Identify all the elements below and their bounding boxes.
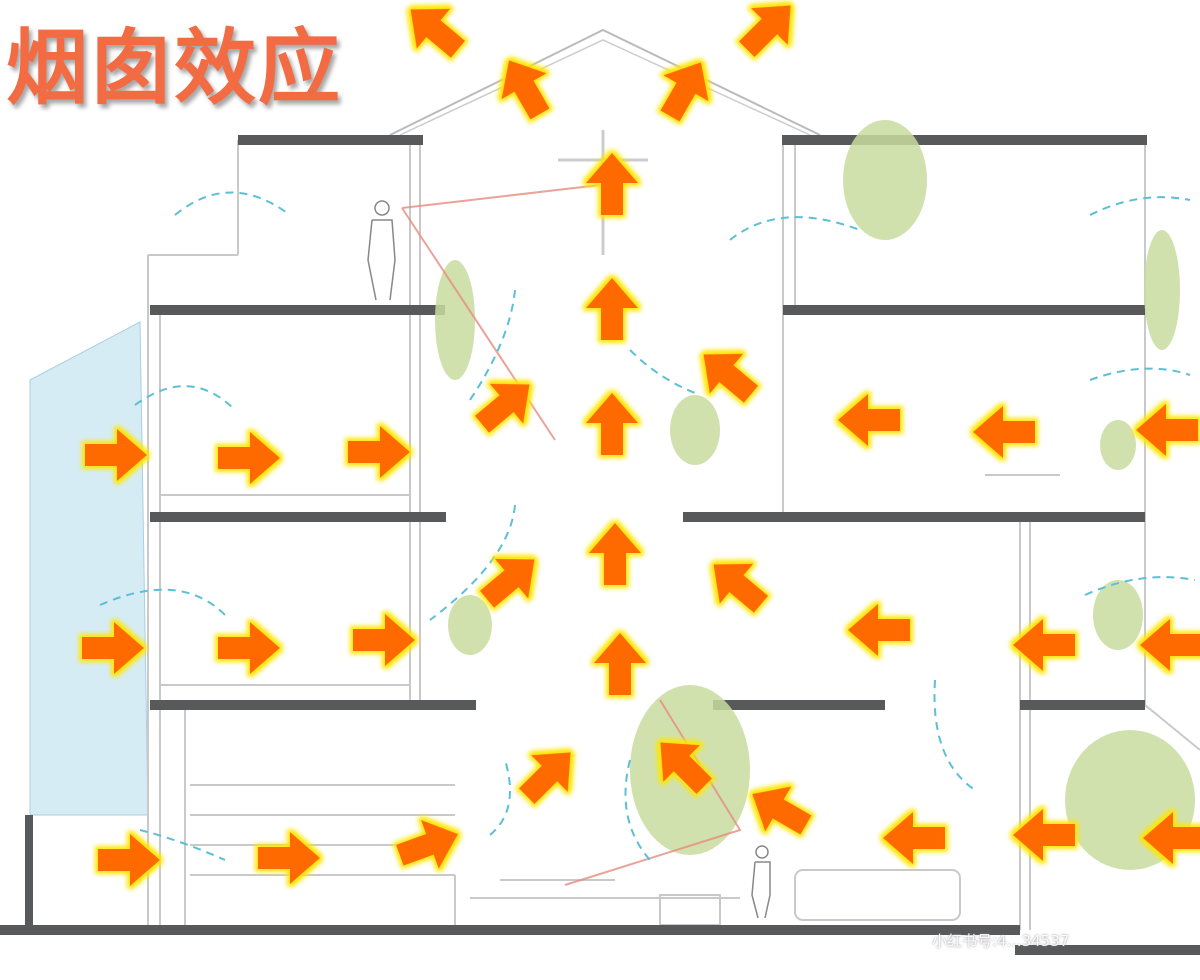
air-flow-arrow-icon (1140, 619, 1200, 671)
air-flow-arrow-icon (410, 8, 466, 58)
air-flow-arrow-icon (1013, 619, 1075, 671)
air-flow-arrow-icon (660, 742, 712, 794)
air-flow-arrow-icon (594, 633, 646, 695)
air-flow-arrow-icon (586, 278, 638, 340)
air-flow-arrow-icon (586, 153, 638, 215)
floor-slabs (0, 135, 1200, 955)
air-flow-arrow-icon (501, 60, 550, 120)
air-flow-arrow-icon (739, 5, 791, 57)
air-flow-arrow-icon (589, 523, 641, 585)
glass-facade (29, 321, 149, 816)
air-flow-arrow-icon (479, 558, 535, 608)
gable-roof-inner (399, 39, 811, 136)
air-flow-arrow-icon (1143, 812, 1200, 864)
air-flow-arrow-icon (713, 563, 769, 613)
air-flow-arrow-icon (353, 614, 415, 666)
gable-roof (389, 28, 821, 136)
air-flow-arrow-icon (660, 62, 709, 122)
watermark: 小红书号:4…34537 (932, 932, 1070, 950)
air-flow-arrow-icon (258, 832, 320, 884)
air-flow-arrow-icon (1013, 809, 1075, 861)
air-flow-arrow-icon (883, 812, 945, 864)
air-flow-arrow-icon (348, 426, 410, 478)
air-flow-arrow-icon (474, 383, 530, 433)
air-flow-arrow-icon (703, 353, 759, 403)
air-flow-arrows (82, 5, 1200, 886)
air-flow-arrow-icon (82, 622, 144, 674)
breeze-lines (99, 191, 1196, 861)
air-flow-arrow-icon (838, 394, 900, 446)
air-flow-arrow-icon (85, 429, 147, 481)
air-flow-arrow-icon (973, 406, 1035, 458)
air-flow-arrow-icon (586, 393, 638, 455)
page-title: 烟囱效应 (6, 21, 343, 116)
air-flow-arrow-icon (848, 604, 910, 656)
sightlines (401, 184, 742, 886)
air-flow-arrow-icon (218, 432, 280, 484)
air-flow-arrow-icon (1136, 404, 1198, 456)
air-flow-arrow-icon (218, 622, 280, 674)
air-flow-arrow-icon (752, 786, 812, 835)
air-flow-arrow-icon (396, 819, 459, 869)
air-flow-arrow-icon (98, 834, 160, 886)
air-flow-arrow-icon (519, 752, 571, 804)
person-figure (367, 200, 771, 919)
